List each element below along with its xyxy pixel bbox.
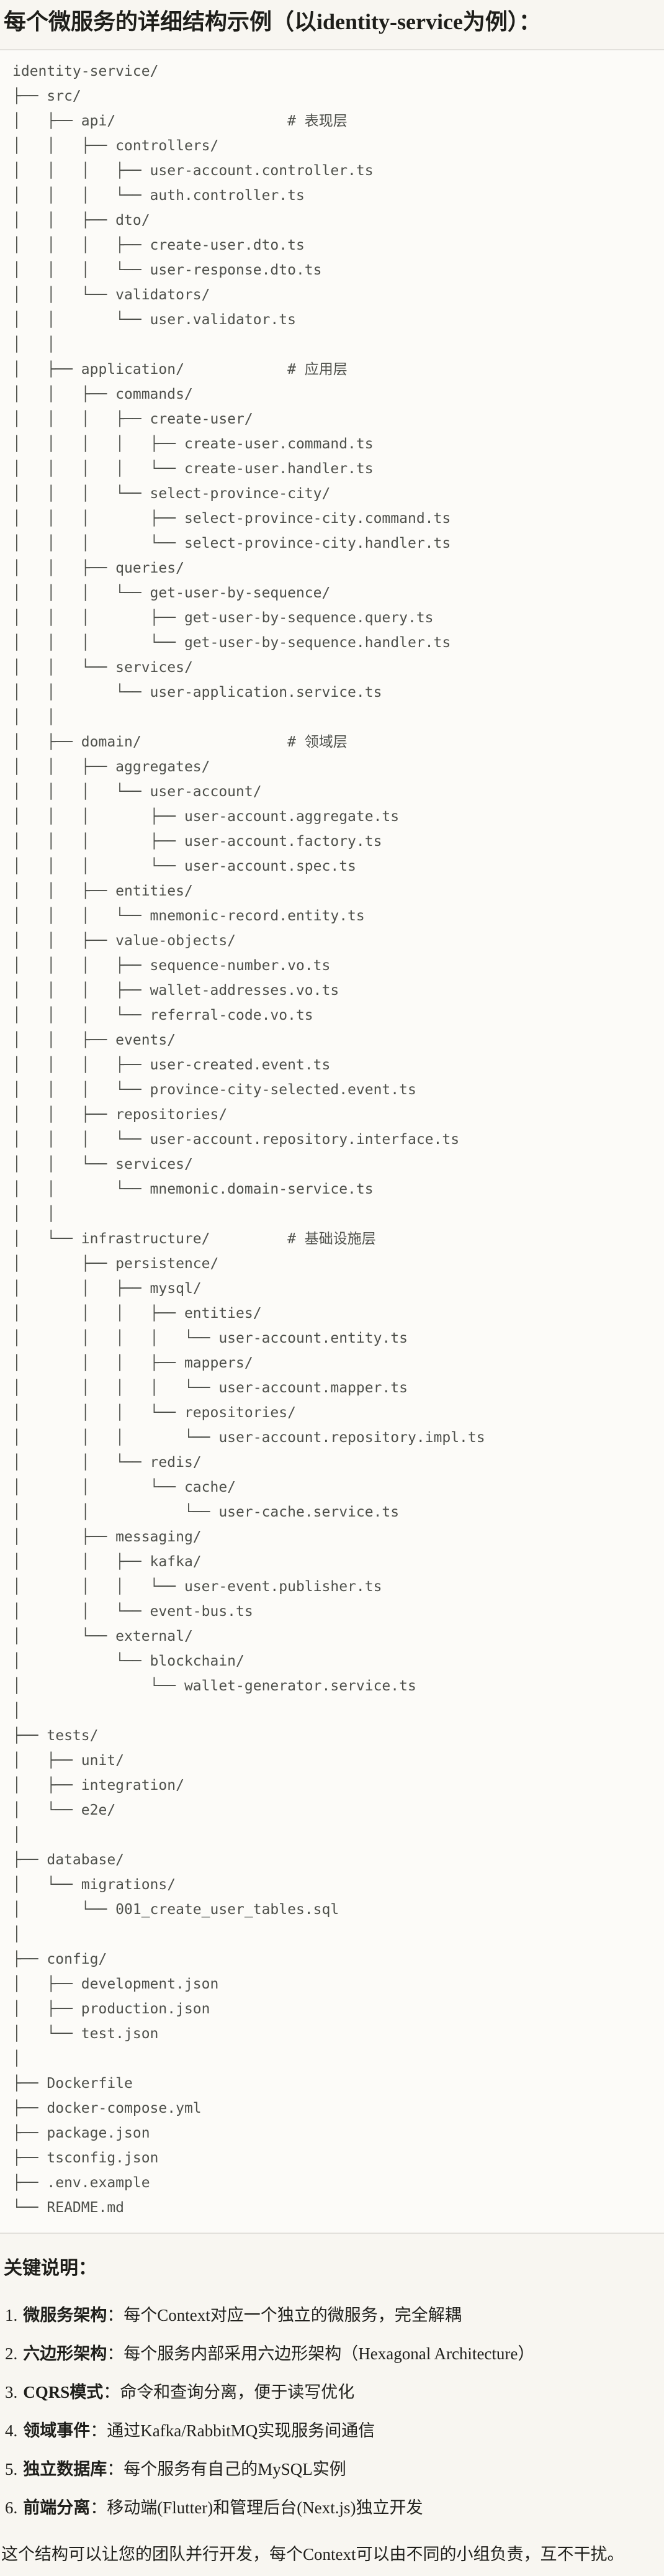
note-text: 命令和查询分离，便于读写优化 (120, 2382, 355, 2401)
note-label: CQRS模式 (23, 2382, 104, 2401)
note-item-microservices: 1. 微服务架构：每个Context对应一个独立的微服务，完全解耦 (5, 2304, 660, 2326)
note-item-independent-db: 5. 独立数据库：每个服务有自己的MySQL实例 (5, 2458, 660, 2480)
note-item-cqrs: 3. CQRS模式：命令和查询分离，便于读写优化 (5, 2381, 660, 2403)
directory-tree-code-block: identity-service/ ├── src/ │ ├── api/ # … (0, 48, 664, 2234)
note-item-domain-events: 4. 领域事件：通过Kafka/RabbitMQ实现服务间通信 (5, 2420, 660, 2442)
note-colon: ： (107, 2305, 124, 2324)
notes-heading: 关键说明： (4, 2257, 97, 2279)
note-colon: ： (90, 2498, 107, 2517)
page-title: 每个微服务的详细结构示例（以identity-service为例）： (4, 9, 541, 34)
note-number: 4. (5, 2421, 18, 2440)
note-text: 每个服务内部采用六边形架构（Hexagonal Architecture） (123, 2344, 535, 2363)
note-colon: ： (107, 2344, 124, 2363)
note-text: 每个服务有自己的MySQL实例 (123, 2459, 346, 2478)
note-text: 每个Context对应一个独立的微服务，完全解耦 (123, 2305, 462, 2324)
note-number: 6. (5, 2498, 18, 2517)
note-number: 5. (5, 2459, 18, 2478)
note-label: 独立数据库 (23, 2459, 107, 2478)
note-number: 2. (5, 2344, 18, 2363)
note-text: 通过Kafka/RabbitMQ实现服务间通信 (107, 2421, 375, 2440)
note-number: 3. (5, 2382, 18, 2401)
note-label: 六边形架构 (23, 2344, 107, 2363)
directory-tree: identity-service/ ├── src/ │ ├── api/ # … (12, 63, 485, 2216)
note-colon: ： (103, 2382, 120, 2401)
note-item-hexagonal: 2. 六边形架构：每个服务内部采用六边形架构（Hexagonal Architec… (5, 2342, 660, 2365)
closing-paragraph: 这个结构可以让您的团队并行开发，每个Context可以由不同的小组负责，互不干扰… (1, 2544, 624, 2564)
note-label: 微服务架构 (23, 2305, 107, 2324)
note-colon: ： (90, 2421, 107, 2440)
note-label: 前端分离 (23, 2498, 91, 2517)
notes-list: 1.微服务架构：每个Context对应一个独立的微服务，完全解耦 2.六边形架构… (0, 2304, 664, 2519)
note-label: 领域事件 (23, 2421, 91, 2440)
note-item-frontend-separation: 6. 前端分离：移动端(Flutter)和管理后台(Next.js)独立开发 (5, 2497, 660, 2519)
note-text: 移动端(Flutter)和管理后台(Next.js)独立开发 (107, 2498, 423, 2517)
note-number: 1. (5, 2305, 18, 2324)
note-colon: ： (107, 2459, 124, 2478)
